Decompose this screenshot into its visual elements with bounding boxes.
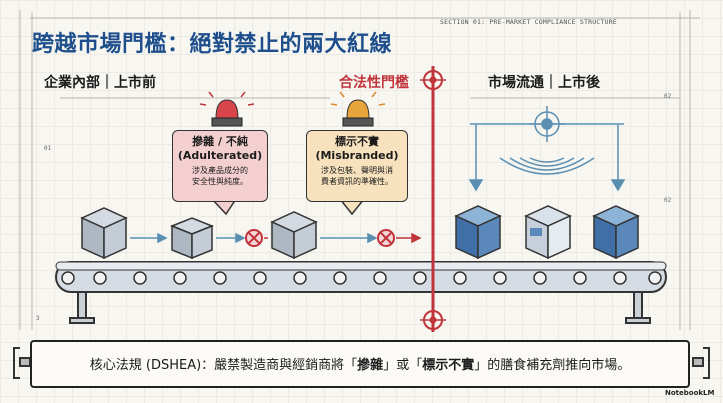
callout-b-head1: 標示不實 bbox=[335, 135, 379, 148]
ruler-mark-02b: 02 bbox=[664, 197, 672, 204]
callout-b-desc2: 費者資訊的準確性。 bbox=[321, 177, 393, 186]
footer-suffix: 」的膳食補充劑推向市場。 bbox=[474, 358, 631, 373]
page-title: 跨越市場門檻：絕對禁止的兩大紅線 bbox=[32, 32, 393, 57]
ruler-mark-3: 3 bbox=[36, 315, 40, 322]
flow-arrows bbox=[130, 232, 378, 244]
blueprint-rulers bbox=[19, 10, 700, 330]
ruler-mark-02a: 02 bbox=[664, 93, 672, 100]
callout-a-head2: (Adulterated) bbox=[177, 149, 263, 162]
x-mark-icon-1 bbox=[245, 229, 263, 247]
product-box-2 bbox=[169, 217, 215, 260]
footer-mid: 」或「 bbox=[383, 358, 423, 373]
callout-b-desc1: 涉及包裝、聲明與消 bbox=[321, 166, 393, 175]
x-mark-icon-2 bbox=[377, 229, 395, 247]
zone-label-gate: 合法性門檻 bbox=[339, 75, 409, 91]
callout-a-desc2: 安全性與純度。 bbox=[192, 177, 248, 186]
callout-misbranded: 標示不實 (Misbranded) 涉及包裝、聲明與消 費者資訊的準確性。 bbox=[306, 130, 408, 202]
product-box-blue-2 bbox=[524, 205, 572, 260]
footer-summary-text: 核心法規 (DSHEA)：嚴禁製造商與經銷商將「摻雜」或「標示不實」的膳食補充劑… bbox=[32, 354, 688, 373]
alarm-light-red-icon bbox=[199, 91, 255, 127]
footer-term-adulterated: 摻雜 bbox=[357, 358, 384, 373]
footer-prefix: 核心法規 (DSHEA)：嚴禁製造商與經銷商將「 bbox=[89, 358, 358, 373]
callout-adulterated: 摻雜 / 不純 (Adulterated) 涉及產品成分的 安全性與純度。 bbox=[172, 130, 268, 202]
red-arrows bbox=[264, 232, 422, 244]
product-box-blue-1 bbox=[454, 205, 502, 260]
section-label: SECTION 01: PRE-MARKET COMPLIANCE STRUCT… bbox=[440, 18, 617, 26]
ruler-mark-01: 01 bbox=[44, 145, 52, 152]
notebooklm-logo: NotebookLM bbox=[665, 389, 715, 397]
callout-a-desc1: 涉及產品成分的 bbox=[192, 166, 248, 175]
callout-a-head1: 摻雜 / 不純 bbox=[192, 135, 248, 148]
product-box-blue-3 bbox=[592, 205, 640, 260]
zone-label-right: 市場流通｜上市後 bbox=[488, 75, 600, 91]
callout-b-head2: (Misbranded) bbox=[315, 149, 399, 162]
threshold-line bbox=[420, 66, 446, 332]
zone-label-left: 企業內部｜上市前 bbox=[44, 75, 156, 91]
footer-term-misbranded: 標示不實 bbox=[422, 358, 475, 373]
conveyor-belt bbox=[55, 261, 667, 324]
product-box-3 bbox=[270, 211, 318, 260]
footer-summary-box: 核心法規 (DSHEA)：嚴禁製造商與經銷商將「摻雜」或「標示不實」的膳食補充劑… bbox=[30, 340, 690, 388]
product-box-1 bbox=[80, 207, 128, 260]
alarm-light-orange-icon bbox=[330, 91, 386, 127]
scanner-icon bbox=[468, 106, 626, 192]
